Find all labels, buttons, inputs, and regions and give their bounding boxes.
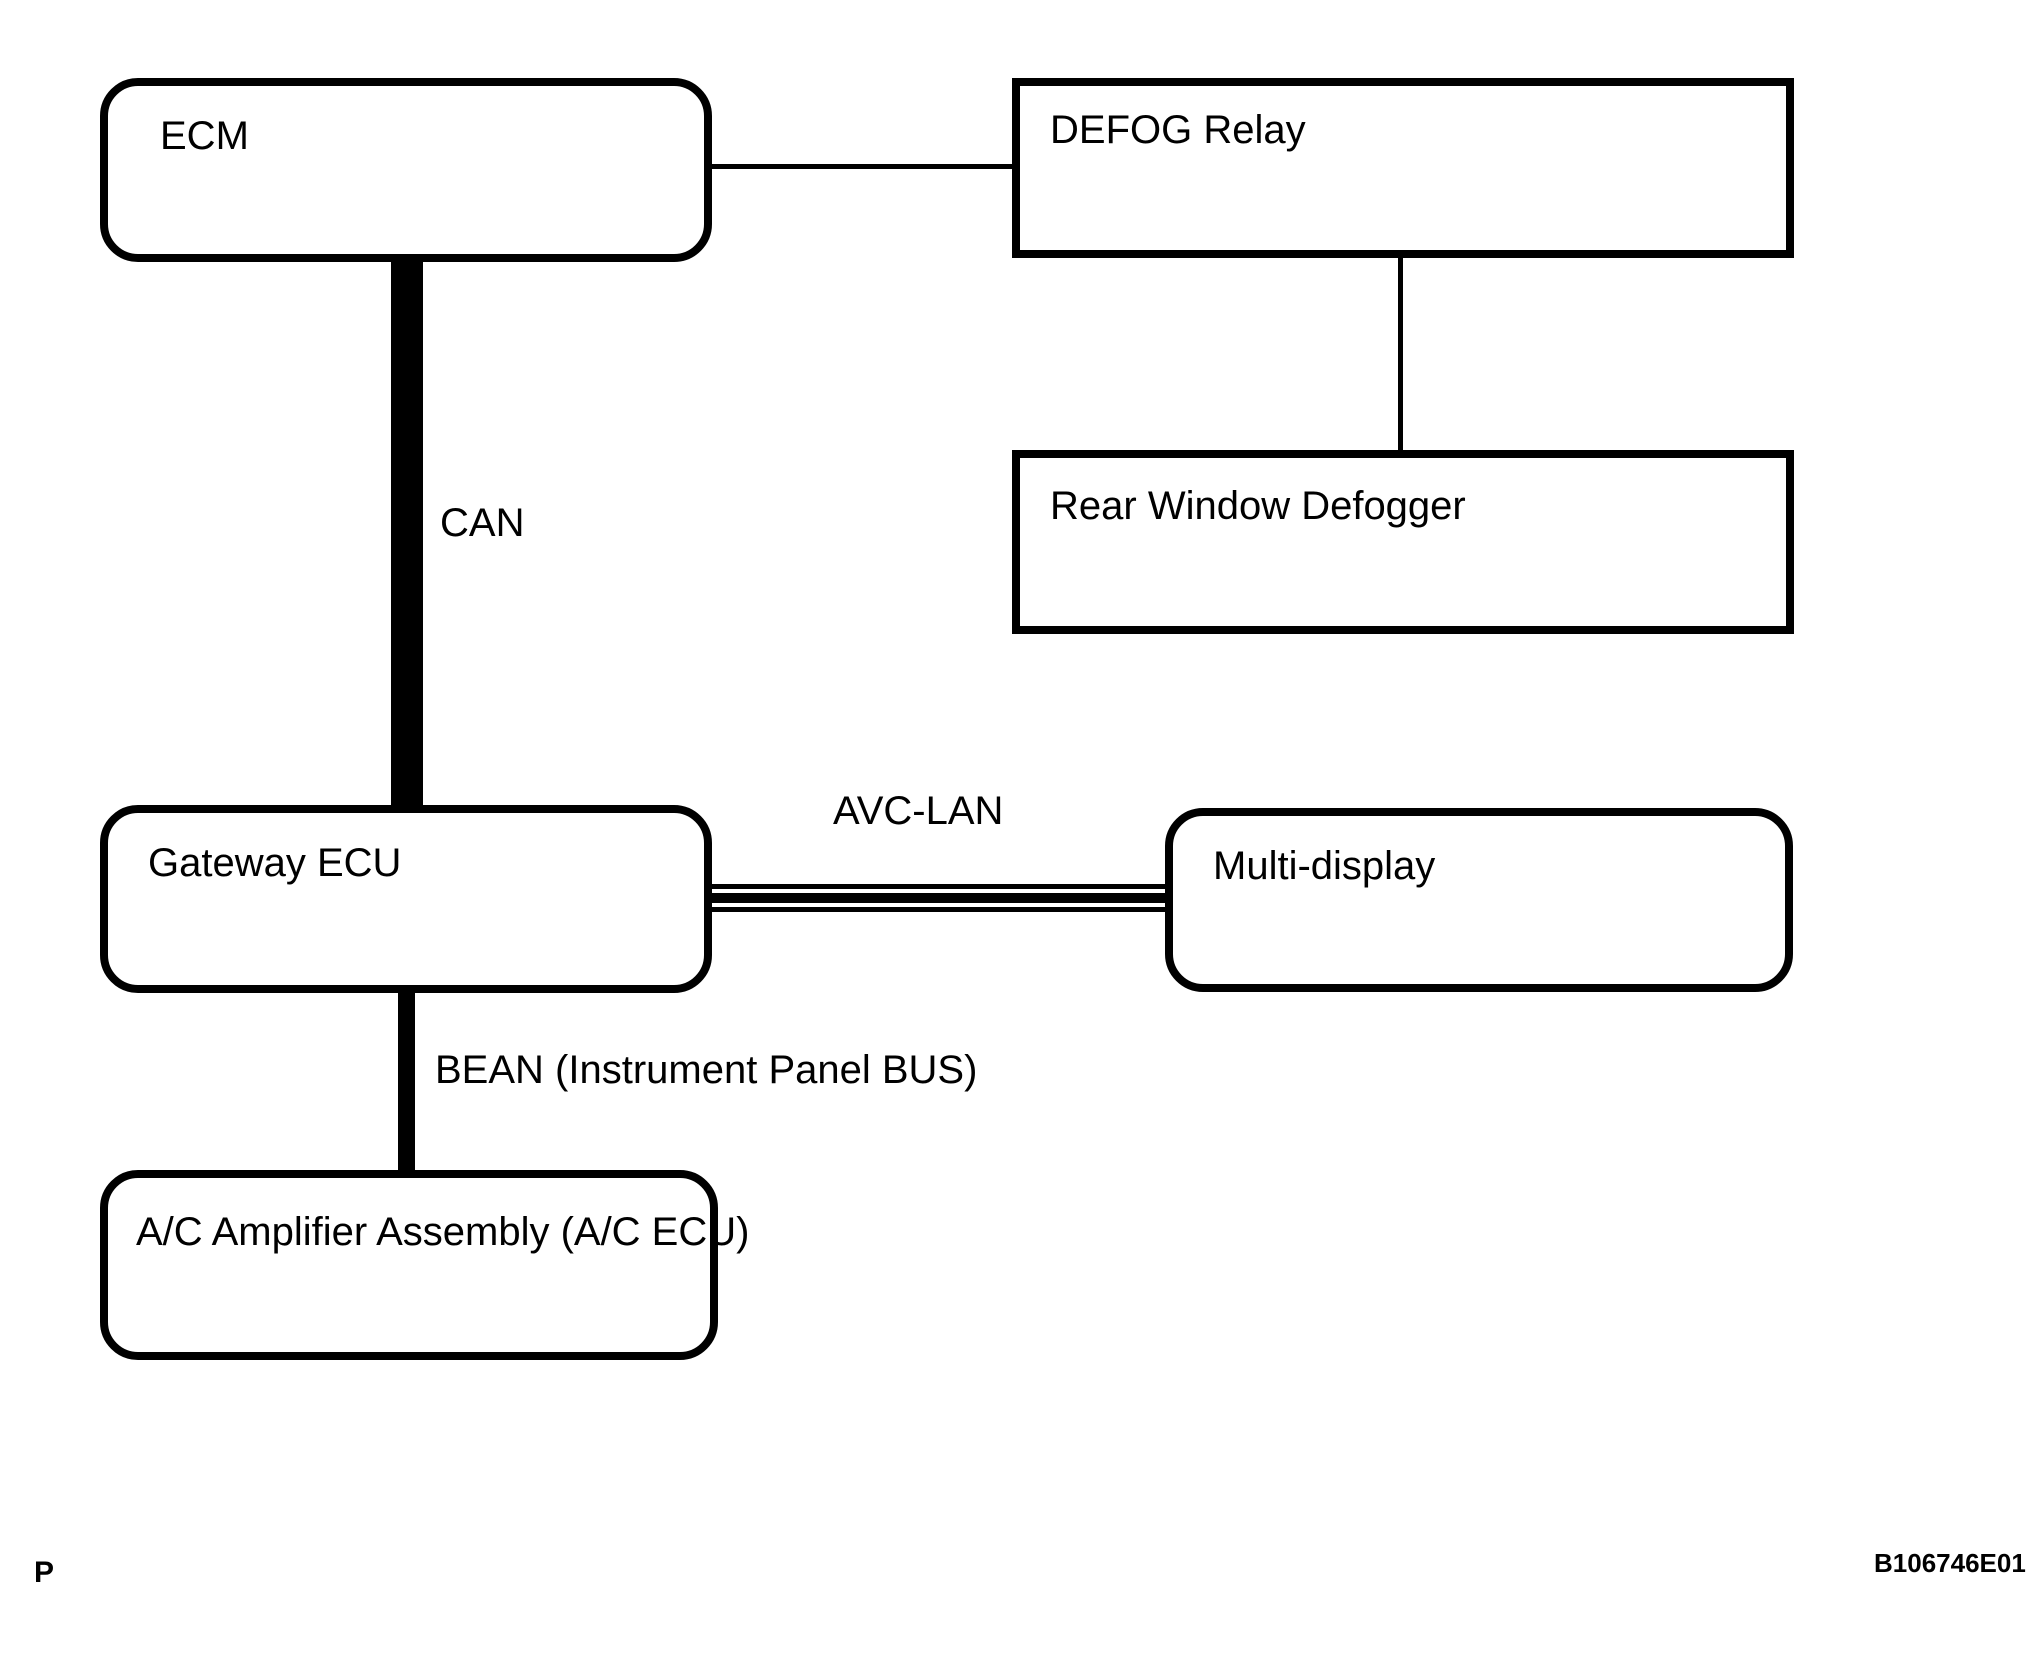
node-defog-relay-label: DEFOG Relay (1050, 108, 1306, 152)
node-ac-amplifier-assembly-label: A/C Amplifier Assembly (A/C ECU) (136, 1210, 750, 1254)
connector-avc-lan-bus (712, 884, 1165, 912)
connector-bean-bus (398, 993, 415, 1170)
node-multi-display-label: Multi-display (1213, 844, 1436, 888)
node-defog-relay: DEFOG Relay (1012, 78, 1794, 258)
avc-lan-bus-label: AVC-LAN (833, 789, 1004, 833)
connector-defog-relay-rear-defogger (1398, 258, 1403, 450)
node-rear-window-defogger: Rear Window Defogger (1012, 450, 1794, 634)
node-ac-amplifier-assembly: A/C Amplifier Assembly (A/C ECU) (100, 1170, 749, 1360)
node-multi-display: Multi-display (1165, 808, 1793, 992)
node-rear-window-defogger-label: Rear Window Defogger (1050, 484, 1466, 528)
bean-bus-label: BEAN (Instrument Panel BUS) (435, 1048, 978, 1092)
can-bus-label: CAN (440, 501, 525, 545)
connector-ecm-defog-relay (712, 164, 1012, 169)
page-marker: P (34, 1556, 55, 1589)
figure-code: B106746E01 (1874, 1548, 2026, 1578)
node-gateway-ecu-label: Gateway ECU (148, 841, 402, 885)
node-ecm: ECM (100, 78, 712, 262)
connector-can-bus (391, 262, 423, 805)
avc-lan-bus-core-line (712, 893, 1165, 903)
node-ecm-label: ECM (160, 114, 249, 158)
node-gateway-ecu: Gateway ECU (100, 805, 712, 993)
